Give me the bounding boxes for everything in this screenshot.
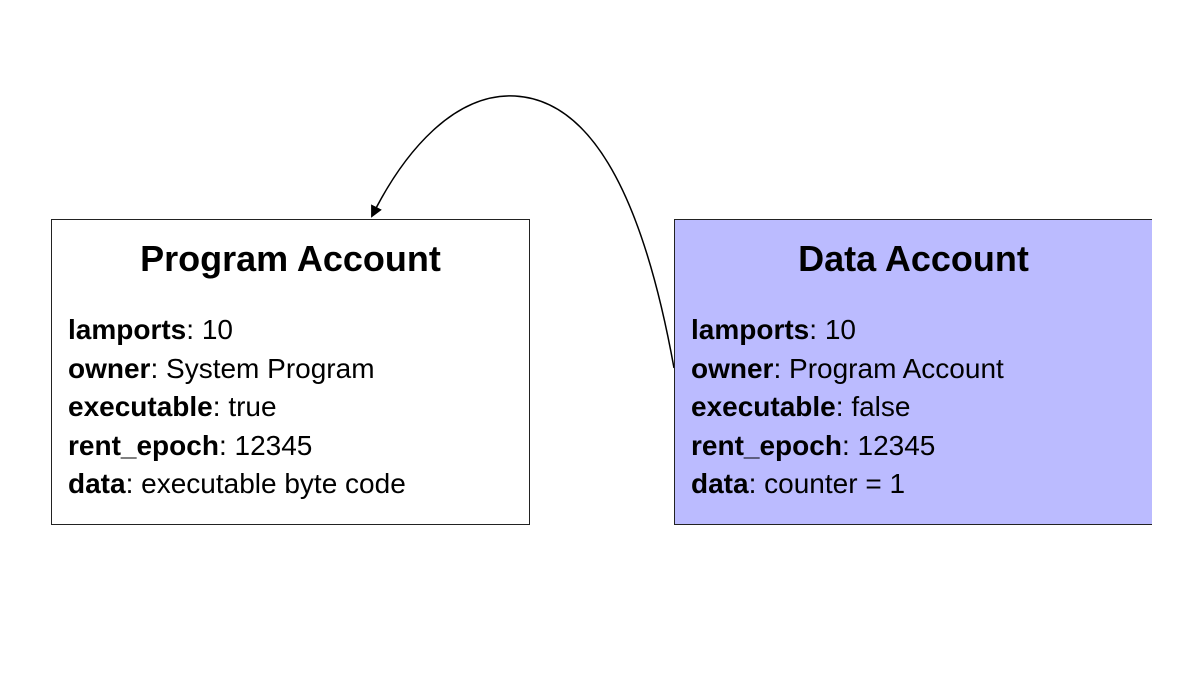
program-field-rent-epoch: rent_epoch: 12345 xyxy=(68,427,406,466)
field-value: 12345 xyxy=(857,429,936,461)
field-key: lamports xyxy=(68,314,187,345)
field-separator: : xyxy=(186,314,202,345)
program-field-owner: owner: System Program xyxy=(68,350,406,389)
field-key: owner xyxy=(691,352,774,384)
field-separator: : xyxy=(809,314,825,345)
data-account-box: Data Account lamports: 10 owner: Program… xyxy=(674,219,1152,525)
field-separator: : xyxy=(218,429,235,461)
field-key: lamports xyxy=(691,314,810,345)
field-separator: : xyxy=(835,391,852,422)
data-account-title: Data Account xyxy=(798,238,1029,279)
program-field-lamports: lamports: 10 xyxy=(68,311,406,350)
field-key: executable xyxy=(691,391,836,422)
field-key: data xyxy=(691,468,749,499)
field-key: owner xyxy=(68,352,151,384)
field-value: counter = 1 xyxy=(764,468,906,499)
program-account-title: Program Account xyxy=(140,238,441,279)
field-value: 10 xyxy=(824,314,856,345)
data-field-lamports: lamports: 10 xyxy=(691,311,1004,350)
program-account-fields: lamports: 10 owner: System Program execu… xyxy=(68,311,406,504)
field-key: rent_epoch xyxy=(68,429,219,461)
field-separator: : xyxy=(212,391,229,422)
field-value: 12345 xyxy=(234,429,313,461)
program-field-executable: executable: true xyxy=(68,388,406,427)
field-value: executable byte code xyxy=(141,468,406,499)
field-key: data xyxy=(68,468,126,499)
program-field-data: data: executable byte code xyxy=(68,465,406,504)
field-separator: : xyxy=(150,352,167,384)
data-account-fields: lamports: 10 owner: Program Account exec… xyxy=(691,311,1004,504)
field-value: System Program xyxy=(166,352,375,384)
data-field-owner: owner: Program Account xyxy=(691,350,1004,389)
field-value: Program Account xyxy=(789,352,1004,384)
field-separator: : xyxy=(748,468,765,499)
field-key: executable xyxy=(68,391,213,422)
field-key: rent_epoch xyxy=(691,429,842,461)
data-field-rent-epoch: rent_epoch: 12345 xyxy=(691,427,1004,466)
field-separator: : xyxy=(125,468,142,499)
data-field-executable: executable: false xyxy=(691,388,1004,427)
program-account-box: Program Account lamports: 10 owner: Syst… xyxy=(51,219,530,525)
data-field-data: data: counter = 1 xyxy=(691,465,1004,504)
field-separator: : xyxy=(841,429,858,461)
field-value: true xyxy=(228,391,277,422)
field-separator: : xyxy=(773,352,790,384)
field-value: 10 xyxy=(201,314,233,345)
field-value: false xyxy=(851,391,911,422)
